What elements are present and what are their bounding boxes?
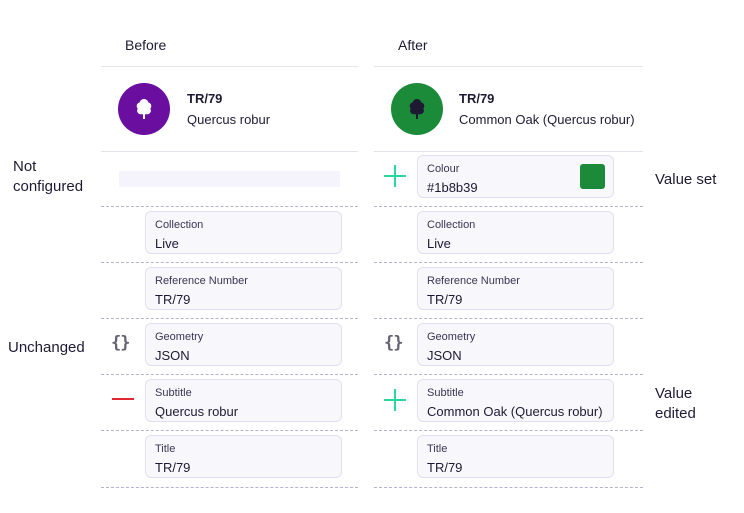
tree-icon <box>136 99 152 119</box>
row-divider <box>374 206 643 207</box>
property-card-reference-number: Reference Number TR/79 <box>417 267 614 310</box>
property-label: Title <box>427 443 448 455</box>
property-value: Live <box>427 236 451 251</box>
property-card-geometry: Geometry JSON <box>417 323 614 366</box>
property-label: Reference Number <box>427 275 520 287</box>
property-card-collection: Collection Live <box>145 211 342 254</box>
row-divider <box>101 374 358 375</box>
row-divider <box>101 318 358 319</box>
colour-swatch <box>580 164 605 189</box>
feature-subtitle-before: Quercus robur <box>187 112 271 127</box>
feature-title-before: TR/79 <box>187 91 223 106</box>
property-card-subtitle: Subtitle Common Oak (Quercus robur) <box>417 379 614 422</box>
property-card-geometry: Geometry JSON <box>145 323 342 366</box>
plus-icon <box>384 165 406 187</box>
property-value: JSON <box>155 348 190 363</box>
divider <box>101 66 358 67</box>
property-label: Title <box>155 443 176 455</box>
divider <box>374 151 643 152</box>
row-divider <box>374 374 643 375</box>
row-divider <box>374 487 643 488</box>
minus-icon <box>112 398 134 400</box>
property-card-subtitle: Subtitle Quercus robur <box>145 379 342 422</box>
feature-avatar-before <box>118 83 170 135</box>
property-value: Live <box>155 236 179 251</box>
braces-icon: {} <box>384 333 404 353</box>
side-label-value-edited: Value edited <box>655 385 696 422</box>
braces-icon: {} <box>111 333 131 353</box>
property-value: Quercus robur <box>155 404 239 419</box>
property-value: JSON <box>427 348 462 363</box>
feature-subtitle-after: Common Oak (Quercus robur) <box>459 112 635 127</box>
property-label: Reference Number <box>155 275 248 287</box>
divider <box>374 66 643 67</box>
property-value: TR/79 <box>427 460 463 475</box>
row-divider <box>101 262 358 263</box>
row-divider <box>101 430 358 431</box>
property-label: Subtitle <box>155 387 192 399</box>
property-value: #1b8b39 <box>427 180 478 195</box>
property-value: TR/79 <box>427 292 463 307</box>
after-column-header: After <box>398 37 428 53</box>
side-label-unchanged: Unchanged <box>8 339 85 356</box>
row-divider <box>374 318 643 319</box>
property-value: TR/79 <box>155 292 191 307</box>
property-value: TR/79 <box>155 460 191 475</box>
before-column-header: Before <box>125 37 167 53</box>
property-label: Geometry <box>155 331 204 343</box>
tree-icon <box>409 99 425 119</box>
feature-title-after: TR/79 <box>459 91 495 106</box>
property-label: Collection <box>427 219 476 231</box>
row-divider <box>101 206 358 207</box>
property-card-title: Title TR/79 <box>417 435 614 478</box>
row-divider <box>101 487 358 488</box>
empty-placeholder <box>119 171 340 187</box>
plus-icon <box>384 389 406 411</box>
property-label: Subtitle <box>427 387 464 399</box>
property-card-colour: Colour #1b8b39 <box>417 155 614 198</box>
property-label: Collection <box>155 219 204 231</box>
property-card-title: Title TR/79 <box>145 435 342 478</box>
row-divider <box>374 262 643 263</box>
property-label: Colour <box>427 163 460 175</box>
feature-avatar-after <box>391 83 443 135</box>
property-label: Geometry <box>427 331 476 343</box>
row-divider <box>374 430 643 431</box>
property-card-reference-number: Reference Number TR/79 <box>145 267 342 310</box>
side-label-value-set: Value set <box>655 171 717 188</box>
property-value: Common Oak (Quercus robur) <box>427 404 603 419</box>
property-card-collection: Collection Live <box>417 211 614 254</box>
side-label-not-configured: Not configured <box>13 158 84 195</box>
divider <box>101 151 358 152</box>
